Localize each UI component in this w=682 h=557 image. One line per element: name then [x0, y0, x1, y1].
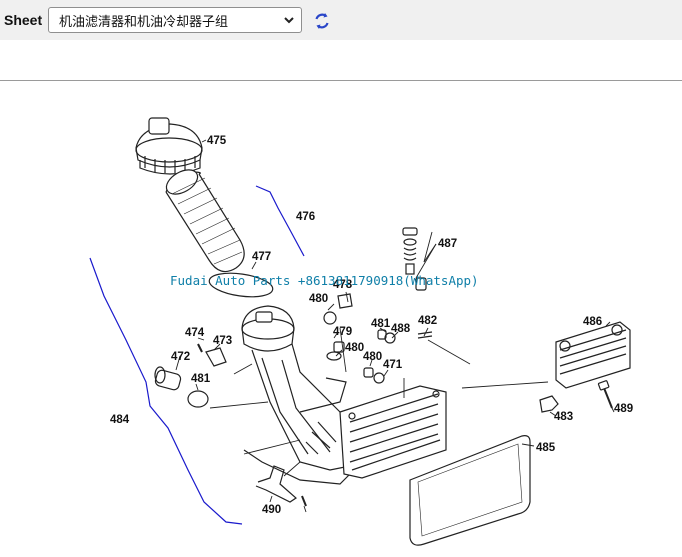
callout-480-a: 480 — [309, 293, 328, 305]
sheet-select[interactable]: 机油滤清器和机油冷却器子组 — [48, 7, 302, 33]
callout-488: 482 — [418, 315, 437, 327]
refresh-icon[interactable] — [312, 11, 332, 31]
part-481-plug-b — [363, 367, 374, 378]
part-472-ring — [187, 390, 209, 408]
part-480-ring-b — [384, 332, 396, 344]
callout-480-b: 480 — [345, 342, 364, 354]
parts-diagram: 475 476 477 487 480 478 474 473 479 480 … — [89, 117, 633, 546]
callout-479: 479 — [333, 326, 352, 338]
callout-477: 477 — [252, 251, 271, 263]
part-480-ring-d — [326, 351, 342, 361]
part-480-ring-c — [373, 372, 385, 384]
callout-472: 481 — [191, 373, 211, 385]
toolbar: Sheet 机油滤清器和机油冷却器子组 — [0, 0, 682, 40]
part-cooler-housing — [339, 385, 447, 479]
callout-487: 487 — [438, 238, 457, 250]
callout-484: 483 — [554, 411, 573, 423]
sheet-label: Sheet — [4, 12, 43, 28]
callout-480-d: 471 — [383, 359, 403, 371]
part-484-seal — [539, 395, 559, 413]
callout-476: 476 — [296, 211, 315, 223]
callout-475: 475 — [207, 135, 227, 147]
callout-478: 478 — [333, 279, 353, 291]
part-477-o-ring — [208, 272, 274, 298]
callout-482: 486 — [583, 316, 602, 328]
part-479-sensor — [333, 341, 345, 353]
callout-480-c: 488 — [391, 323, 411, 335]
part-489-gasket — [409, 435, 531, 546]
callout-486: 472 — [171, 351, 190, 363]
bracket-476 — [255, 185, 305, 257]
callout-489: 485 — [536, 442, 556, 454]
part-476-filter-element — [165, 169, 245, 273]
part-482-cooler-core — [555, 321, 631, 389]
callout-473: 473 — [213, 335, 232, 347]
part-487-valve — [402, 227, 427, 291]
part-483-bolt — [603, 387, 613, 409]
callout-483: 489 — [614, 403, 633, 415]
part-478-plug — [337, 293, 353, 309]
callout-481-a: 481 — [371, 318, 391, 330]
separator-line — [0, 80, 682, 81]
watermark-text: Fudai Auto Parts +8613811790918(WhatsApp… — [170, 273, 479, 288]
callout-474: 474 — [185, 327, 205, 339]
sheet-select-value: 机油滤清器和机油冷却器子组 — [59, 15, 229, 30]
chevron-down-icon — [284, 17, 294, 24]
part-473-sensor — [205, 347, 227, 367]
callout-481-b: 480 — [363, 351, 382, 363]
callout-471: 484 — [110, 414, 130, 426]
part-490-bolt — [301, 495, 307, 507]
part-housing-cap — [241, 305, 295, 352]
part-474-pin — [197, 343, 203, 353]
part-475-filter-cap — [135, 117, 203, 175]
part-481-plug-a — [377, 329, 387, 340]
part-housing-body — [243, 343, 351, 485]
part-485-bracket — [255, 465, 297, 503]
part-486-fitting — [154, 366, 182, 391]
part-480-ring-a — [323, 311, 337, 325]
callout-485: 490 — [262, 504, 281, 516]
bracket-471 — [89, 257, 243, 525]
